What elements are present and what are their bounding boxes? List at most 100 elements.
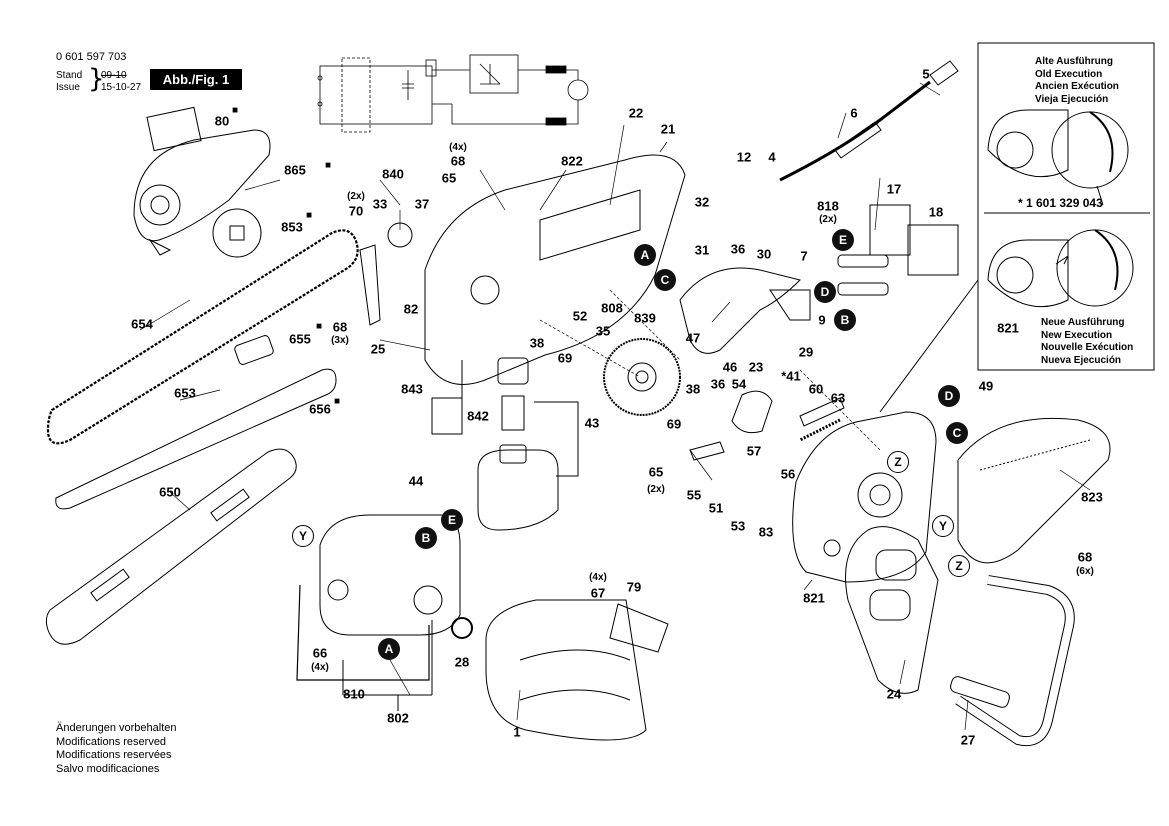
part-number-44: 44 (408, 473, 424, 489)
issue-date: 15-10-27 (101, 82, 142, 93)
qty-818: (2x) (819, 214, 837, 225)
qty-67: (4x) (589, 572, 607, 583)
callout-b: B (834, 309, 856, 331)
callout-b: B (415, 527, 437, 549)
part-number-83: 83 (758, 524, 774, 540)
inset-frame (977, 42, 1155, 371)
callout-a: A (378, 638, 400, 660)
part-number-56: 56 (780, 466, 796, 482)
saw-chain (46, 229, 359, 445)
old-line: Alte Ausführung (1035, 56, 1113, 67)
part-number-82: 82 (403, 301, 419, 317)
part-number-24: 24 (886, 686, 902, 702)
part-number-30: 30 (756, 246, 772, 262)
chain-guard-drawing (133, 106, 271, 256)
callout-z: Z (887, 451, 909, 473)
housing-821-drawing (792, 411, 937, 583)
part-number-865: 865 (284, 162, 306, 178)
part-number-69-upper: 69 (557, 350, 573, 366)
part-number-650: 650 (159, 484, 181, 500)
part-number-67: 67 (590, 585, 606, 601)
part-number-70: 70 (348, 203, 364, 219)
part-number-46: 46 (722, 359, 738, 375)
brace-symbol: } (88, 64, 105, 94)
new-line: Nouvelle Exécution (1041, 342, 1134, 353)
bar-cover (45, 448, 297, 645)
part-number-65-lower: 65 (648, 464, 664, 480)
new-line: Neue Ausführung (1041, 317, 1125, 328)
part-number-35: 35 (595, 323, 611, 339)
part-number-655: 655 (289, 331, 311, 347)
old-line: Old Execution (1035, 68, 1103, 80)
part-number-31: 31 (694, 242, 710, 258)
footer-line: Modifications reservées (56, 749, 172, 761)
part-number-810: 810 (343, 686, 365, 702)
callout-c: C (946, 422, 968, 444)
part-number-38-lower: 38 (685, 381, 701, 397)
part-number-9: 9 (818, 312, 826, 328)
new-line: Nueva Ejecución (1041, 354, 1122, 366)
document-number: 0 601 597 703 (56, 51, 127, 63)
part-number-57: 57 (746, 443, 762, 459)
marker-655: ■ (316, 321, 323, 332)
part-number-41: *41 (781, 368, 801, 384)
part-number-839: 839 (634, 310, 656, 326)
part-number-17: 17 (886, 181, 902, 197)
part-number-21: 21 (660, 121, 676, 137)
old-execution-label: Alte Ausführung Old Execution Ancien Exé… (1035, 56, 1119, 106)
guide-bar (55, 368, 337, 510)
part-number-5: 5 (922, 66, 930, 82)
part-number-654: 654 (131, 316, 153, 332)
stand-label: Stand (56, 70, 83, 81)
new-line: New Execution (1041, 329, 1113, 341)
part-number-843: 843 (401, 381, 423, 397)
inset-new-part-number: 821 (997, 320, 1019, 336)
part-number-68-left: 68 (332, 319, 348, 335)
callout-a: A (634, 244, 656, 266)
part-number-29: 29 (798, 344, 814, 360)
part-number-55: 55 (686, 487, 702, 503)
inset-part-ref: * 1 601 329 043 (1018, 196, 1103, 210)
part-number-818: 818 (817, 198, 839, 214)
part-number-36-lower: 36 (710, 376, 726, 392)
inset-new-drawing (987, 229, 1134, 308)
callout-d: D (814, 281, 836, 303)
part-number-60: 60 (808, 381, 824, 397)
motor-housing-drawing (485, 599, 647, 741)
callout-z: Z (948, 555, 970, 577)
footer-notice: Änderungen vorbehalten Modifications res… (56, 722, 176, 776)
part-number-821: 821 (803, 590, 825, 606)
part-number-802: 802 (387, 710, 409, 726)
part-number-32: 32 (694, 194, 710, 210)
housing-822-drawing (424, 154, 686, 385)
sprocket-plate (359, 244, 381, 326)
qty-66: (4x) (311, 662, 329, 673)
part-number-12: 12 (736, 149, 752, 165)
part-number-53: 53 (730, 518, 746, 534)
part-number-68-top: 68 (450, 153, 466, 169)
qty-68-top: (4x) (449, 142, 467, 153)
marker-656: ■ (334, 396, 341, 407)
part-number-842: 842 (467, 408, 489, 424)
marker-853: ■ (306, 210, 313, 221)
callout-c: C (654, 269, 676, 291)
part-number-54: 54 (731, 376, 747, 392)
qty-68-right: (6x) (1076, 566, 1094, 577)
part-number-27: 27 (960, 732, 976, 748)
part-number-37: 37 (414, 196, 430, 212)
part-number-65-top: 65 (441, 170, 457, 186)
part-number-36-top: 36 (730, 241, 746, 257)
part-number-38-upper: 38 (529, 335, 545, 351)
callout-e: E (441, 509, 463, 531)
part-number-1: 1 (513, 724, 521, 740)
callout-y: Y (292, 525, 314, 547)
footer-line: Modifications reserved (56, 735, 167, 748)
callout-d: D (938, 385, 960, 407)
footer-line: Salvo modificaciones (56, 762, 160, 775)
footer-line: Änderungen vorbehalten (56, 722, 177, 734)
qty-68-left: (3x) (331, 335, 349, 346)
disk-853 (212, 208, 262, 258)
part-number-653: 653 (174, 385, 196, 401)
part-number-25: 25 (370, 341, 386, 357)
part-number-28: 28 (454, 654, 470, 670)
